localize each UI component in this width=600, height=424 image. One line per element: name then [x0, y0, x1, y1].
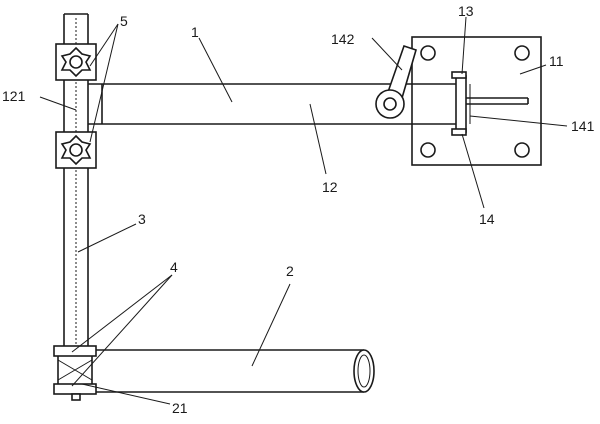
lower-pipe	[88, 349, 375, 393]
clamp-nut-lower	[55, 131, 97, 169]
bottom-fitting	[53, 345, 97, 401]
label-121: 121	[2, 88, 26, 104]
reference-labels: 5 121 1 142 13 11 141 12 14 3 4 2 21	[2, 3, 595, 416]
bolt-hole-bottom-right	[514, 142, 530, 158]
label-11: 11	[549, 53, 564, 69]
label-4: 4	[170, 259, 178, 275]
clamp-bracket	[451, 71, 529, 136]
label-12: 12	[322, 179, 338, 195]
label-142: 142	[331, 31, 355, 47]
mounting-plate	[411, 36, 542, 166]
label-2: 2	[286, 263, 294, 279]
label-13: 13	[458, 3, 474, 19]
bolt-hole-top-right	[514, 45, 530, 61]
locking-handle	[375, 44, 417, 119]
label-1: 1	[191, 24, 199, 40]
label-3: 3	[138, 211, 146, 227]
bolt-hole-top-left	[420, 45, 436, 61]
leader-lines	[39, 16, 568, 405]
label-21: 21	[172, 400, 188, 416]
clamp-nut-upper	[55, 43, 97, 81]
horizontal-arm	[88, 83, 466, 125]
label-5: 5	[120, 13, 128, 29]
bolt-hole-bottom-left	[420, 142, 436, 158]
pipe-open-end	[353, 349, 375, 393]
label-141: 141	[571, 118, 595, 134]
label-14: 14	[479, 211, 495, 227]
handle-pivot-knob	[375, 89, 405, 119]
